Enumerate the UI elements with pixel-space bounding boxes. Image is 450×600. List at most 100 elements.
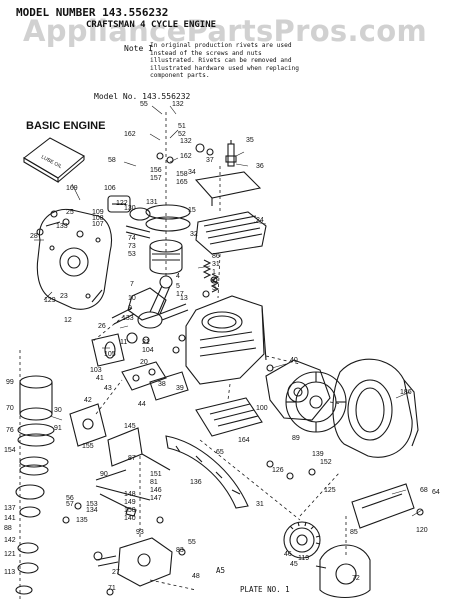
mounting-bracket-drawing [351,483,415,529]
part-callout-4: 4 [176,273,180,280]
part-callout-41: 41 [96,375,104,382]
part-callout-21: 21 [142,339,150,346]
part-callout-57: 57 [66,501,74,508]
valve-springs-drawing [202,259,220,293]
part-callout-91: 91 [54,425,62,432]
part-callout-52: 52 [178,131,186,138]
part-callout-120: 120 [416,527,428,534]
cylinder-block-drawing [185,295,267,385]
part-callout-103: 103 [90,367,102,374]
part-callout-71: 71 [108,585,116,592]
crankcase-cover-drawing [36,208,113,310]
part-callout-99: 99 [6,379,14,386]
carburetor-gasket-drawing [69,403,107,447]
part-callout-151: 151 [150,471,162,478]
part-callout-156: 156 [150,167,162,174]
part-callout-76: 76 [6,427,14,434]
part-callout-133: 133 [122,315,134,322]
part-callout-72: 72 [352,575,360,582]
part-callout-135: 135 [76,517,88,524]
part-callout-65: 65 [216,449,224,456]
part-callout-122: 122 [116,200,128,207]
part-callout-100: 100 [256,405,268,412]
part-callout-64: 64 [432,489,440,496]
manual-label: LUBE OIL [40,154,63,170]
blower-housing-drawing [332,358,419,458]
part-callout-162: 162 [124,131,136,138]
flywheel-drawing [285,371,347,433]
part-callout-74: 74 [128,235,136,242]
part-callout-12: 12 [64,317,72,324]
part-callout-83: 83 [176,547,184,554]
part-callout-157: 157 [150,175,162,182]
part-callout-40: 40 [290,357,298,364]
spark-plug-drawing [225,140,237,167]
part-callout-152: 152 [320,459,332,466]
part-callout-132: 132 [172,101,184,108]
part-callout-89: 89 [292,435,300,442]
note-label: Note I [124,44,153,53]
part-callout-134: 134 [86,507,98,514]
part-callout-9: 9 [128,305,132,312]
part-callout-150: 150 [124,507,136,514]
part-callout-2: 2 [212,277,216,284]
piston-drawing [145,204,191,275]
part-callout-158: 158 [176,171,188,178]
part-callout-32: 32 [190,231,198,238]
owners-manual-drawing: LUBE OIL [23,137,85,183]
part-callout-186: 186 [400,389,412,396]
part-callout-132: 132 [180,138,192,145]
part-callout-42: 42 [84,397,92,404]
part-callout-126: 126 [272,467,284,474]
part-callout-142: 142 [4,537,16,544]
part-callout-26: 26 [98,323,106,330]
part-callout-125: 125 [324,487,336,494]
explode-lines [19,112,347,600]
part-callout-121: 121 [4,551,16,558]
leader-lines [34,105,423,517]
part-callout-148: 148 [124,491,136,498]
part-callout-153: 153 [86,501,98,508]
part-callout-15: 15 [188,207,196,214]
part-callout-3: 3 [212,285,216,292]
part-callout-13: 13 [180,295,188,302]
plate-number: PLATE NO. 1 [240,585,290,594]
part-callout-90: 90 [100,471,108,478]
part-callout-17: 17 [176,291,184,298]
part-callout-85: 85 [350,529,358,536]
part-callout-37: 37 [206,157,214,164]
part-callout-136: 136 [190,479,202,486]
part-callout-1: 1 [212,269,216,276]
part-callout-55: 55 [140,101,148,108]
note-text: In original production rivets are used i… [150,42,300,80]
part-callout-145: 145 [124,423,136,430]
part-callout-133: 133 [56,223,68,230]
part-callout-48: 48 [192,573,200,580]
part-callout-51: 51 [178,123,186,130]
part-callout-93: 93 [136,529,144,536]
part-callout-139: 139 [312,451,324,458]
part-callout-164: 164 [238,437,250,444]
part-callout-107: 107 [92,221,104,228]
engine-subtitle: CRAFTSMAN 4 CYCLE ENGINE [86,20,217,30]
starter-pulley-drawing [283,521,321,559]
part-callout-73: 73 [128,243,136,250]
part-callout-119: 119 [298,555,309,562]
part-callout-141: 141 [4,515,16,522]
part-callout-38: 38 [158,381,166,388]
part-callout-137: 137 [4,505,16,512]
cylinder-head-drawing [195,211,267,255]
part-callout-113: 113 [4,569,15,576]
part-callout-25: 25 [66,209,74,216]
part-callout-55: 55 [188,539,196,546]
breather-plate-drawing [121,361,189,401]
part-callout-109: 109 [92,209,104,216]
part-callout-27: 27 [112,569,120,576]
part-callout-106: 106 [104,185,116,192]
part-callout-87: 87 [128,455,136,462]
part-callout-36: 36 [256,163,264,170]
starter-cover-drawing [315,544,371,599]
part-callout-10: 10 [128,295,136,302]
